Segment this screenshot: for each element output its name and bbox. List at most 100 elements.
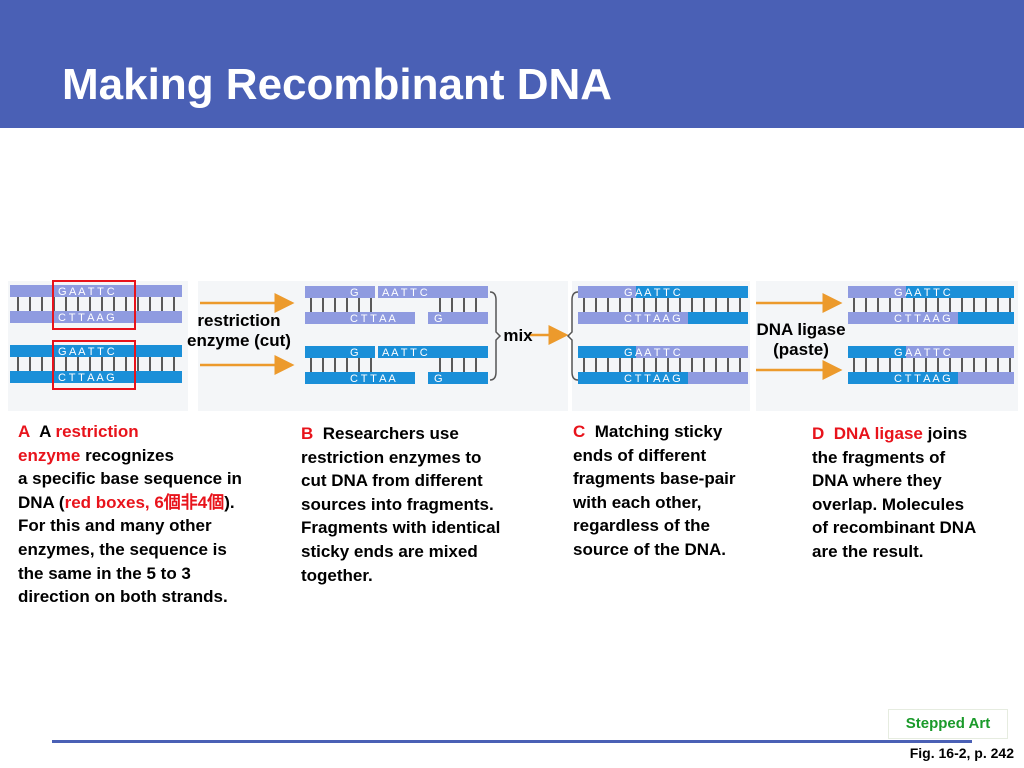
step-b-line5: Fragments with identical bbox=[301, 518, 501, 538]
step-d-letter: D bbox=[812, 424, 825, 443]
step-a-text3-pre: DNA ( bbox=[18, 492, 65, 512]
step-d-highlight: DNA ligase bbox=[833, 424, 923, 443]
step-c-line3: fragments base-pair bbox=[573, 469, 736, 489]
step-a-description: A A restriction enzyme recognizes a spec… bbox=[18, 420, 288, 609]
title-bar: Making Recombinant DNA bbox=[0, 0, 1024, 128]
dna-b1-right-bottom bbox=[428, 312, 488, 324]
arrow-cut-label-line1: restriction bbox=[197, 311, 281, 330]
dna-a2-top-seq: G A A T T C bbox=[58, 346, 115, 358]
dna-d2-bottom-a bbox=[848, 372, 958, 384]
dna-b1-left-top-seq: G bbox=[350, 287, 359, 299]
step-c-line4: with each other, bbox=[573, 492, 702, 512]
dna-b1-left-top bbox=[305, 286, 375, 298]
dna-a1-bottom-seq: C T T A A G bbox=[58, 312, 115, 324]
dna-c2-top-seq: G A A T T C bbox=[624, 347, 681, 359]
bracket-right bbox=[489, 291, 502, 381]
dna-b1-left-bottom-seq: C T T A A bbox=[350, 313, 396, 325]
step-b-line2: restriction enzymes to bbox=[301, 447, 482, 467]
step-a-text6: the same in the 5 to 3 bbox=[18, 563, 191, 583]
dna-b2-right-top-seq: A A T T C bbox=[382, 347, 428, 359]
step-a-text5: enzymes, the sequence is bbox=[18, 539, 227, 559]
dna-c1-bottom-seq: C T T A A G bbox=[624, 313, 681, 325]
dna-b2-right-top bbox=[378, 346, 488, 358]
dna-c2-top-b bbox=[636, 346, 748, 358]
dna-b1-right-bottom-seq: G bbox=[434, 313, 443, 325]
dna-d1-bottom-b bbox=[958, 312, 1014, 324]
dna-d2-top-b bbox=[906, 346, 1014, 358]
stepped-art-badge: Stepped Art bbox=[888, 709, 1008, 739]
arrow-cut-label-line2: enzyme (cut) bbox=[187, 331, 291, 350]
step-d-line3: DNA where they bbox=[812, 471, 942, 491]
dna-c1-top-seq: G A A T T C bbox=[624, 287, 681, 299]
step-b-line3: cut DNA from different bbox=[301, 471, 483, 491]
step-a-highlight1: restriction bbox=[55, 422, 139, 441]
dna-d1-bottom-a bbox=[848, 312, 958, 324]
dna-a2-bottom-seq: C T T A A G bbox=[58, 372, 115, 384]
step-c-description: C Matching sticky ends of different frag… bbox=[573, 420, 773, 562]
dna-d1-top-b bbox=[906, 286, 1014, 298]
step-a-text3-post: ). bbox=[224, 492, 235, 512]
step-b-letter: B bbox=[301, 424, 314, 443]
dna-d1-top-a bbox=[848, 286, 906, 298]
recognition-box-bottom bbox=[52, 340, 136, 390]
dna-d1-bottom-seq: C T T A A G bbox=[894, 313, 951, 325]
dna-b2-left-bottom-seq: C T T A A bbox=[350, 373, 396, 385]
dna-d2-bottom-b bbox=[958, 372, 1014, 384]
dna-b2-left-bottom bbox=[305, 372, 415, 384]
step-a-pre: A bbox=[39, 422, 56, 441]
dna-d2-top-a bbox=[848, 346, 906, 358]
step-b-description: B Researchers use restriction enzymes to… bbox=[301, 422, 546, 587]
step-a-text1: recognizes bbox=[80, 445, 174, 465]
step-d-line4: overlap. Molecules bbox=[812, 494, 965, 514]
dna-c2-bottom-a bbox=[578, 372, 688, 384]
step-a-text2: a specific base sequence in bbox=[18, 469, 242, 489]
bracket-left bbox=[566, 291, 579, 381]
dna-d1-top-seq: G A A T T C bbox=[894, 287, 951, 299]
recognition-box-top bbox=[52, 280, 136, 330]
step-b-line6: sticky ends are mixed bbox=[301, 541, 478, 561]
step-d-description: D DNA ligase joins the fragments of DNA … bbox=[812, 422, 1017, 564]
dna-a1-top-seq: G A A T T C bbox=[58, 286, 115, 298]
dna-c1-bottom-b bbox=[688, 312, 748, 324]
step-d-line1-post: joins bbox=[922, 424, 968, 443]
step-b-line4: sources into fragments. bbox=[301, 494, 494, 514]
step-c-letter: C bbox=[573, 422, 586, 441]
slide-title: Making Recombinant DNA bbox=[62, 60, 613, 109]
step-d-line5: of recombinant DNA bbox=[812, 518, 977, 538]
mix-label: mix bbox=[503, 326, 533, 345]
dna-c1-bottom-a bbox=[578, 312, 688, 324]
step-c-line2: ends of different bbox=[573, 445, 707, 465]
ligase-label: DNA ligase (paste) bbox=[742, 320, 860, 360]
ligase-label-line1: DNA ligase bbox=[756, 320, 846, 339]
step-b-line1: Researchers use bbox=[322, 424, 459, 443]
step-a-highlight2: enzyme bbox=[18, 445, 81, 465]
dna-b1-right-top bbox=[378, 286, 488, 298]
dna-c2-bottom-seq: C T T A A G bbox=[624, 373, 681, 385]
step-a-text4: For this and many other bbox=[18, 516, 212, 536]
step-b-line7: together. bbox=[301, 565, 373, 585]
footer-rule bbox=[52, 740, 972, 743]
step-c-line5: regardless of the bbox=[573, 516, 710, 536]
dna-c1-top-a bbox=[578, 286, 636, 298]
step-d-line6: are the result. bbox=[812, 541, 924, 561]
dna-c2-bottom-b bbox=[688, 372, 748, 384]
dna-b2-right-bottom-seq: G bbox=[434, 373, 443, 385]
step-c-line1: Matching sticky bbox=[594, 422, 723, 441]
dna-b1-left-bottom bbox=[305, 312, 415, 324]
arrow-cut-label: restriction enzyme (cut) bbox=[172, 311, 306, 351]
dna-c2-top-a bbox=[578, 346, 636, 358]
dna-b1-right-top-seq: A A T T C bbox=[382, 287, 428, 299]
step-a-letter: A bbox=[18, 422, 31, 441]
dna-c1-top-b bbox=[636, 286, 748, 298]
figure-reference: Fig. 16-2, p. 242 bbox=[909, 745, 1014, 761]
dna-d2-top-seq: G A A T T C bbox=[894, 347, 951, 359]
dna-b2-left-top-seq: G bbox=[350, 347, 359, 359]
dna-b2-left-top bbox=[305, 346, 375, 358]
step-a-text7: direction on both strands. bbox=[18, 587, 228, 607]
step-a-text3-red: red boxes, 6個非4個 bbox=[64, 492, 225, 512]
ligase-label-line2: (paste) bbox=[773, 340, 829, 359]
step-d-line2: the fragments of bbox=[812, 447, 946, 467]
dna-b2-right-bottom bbox=[428, 372, 488, 384]
dna-d2-bottom-seq: C T T A A G bbox=[894, 373, 951, 385]
